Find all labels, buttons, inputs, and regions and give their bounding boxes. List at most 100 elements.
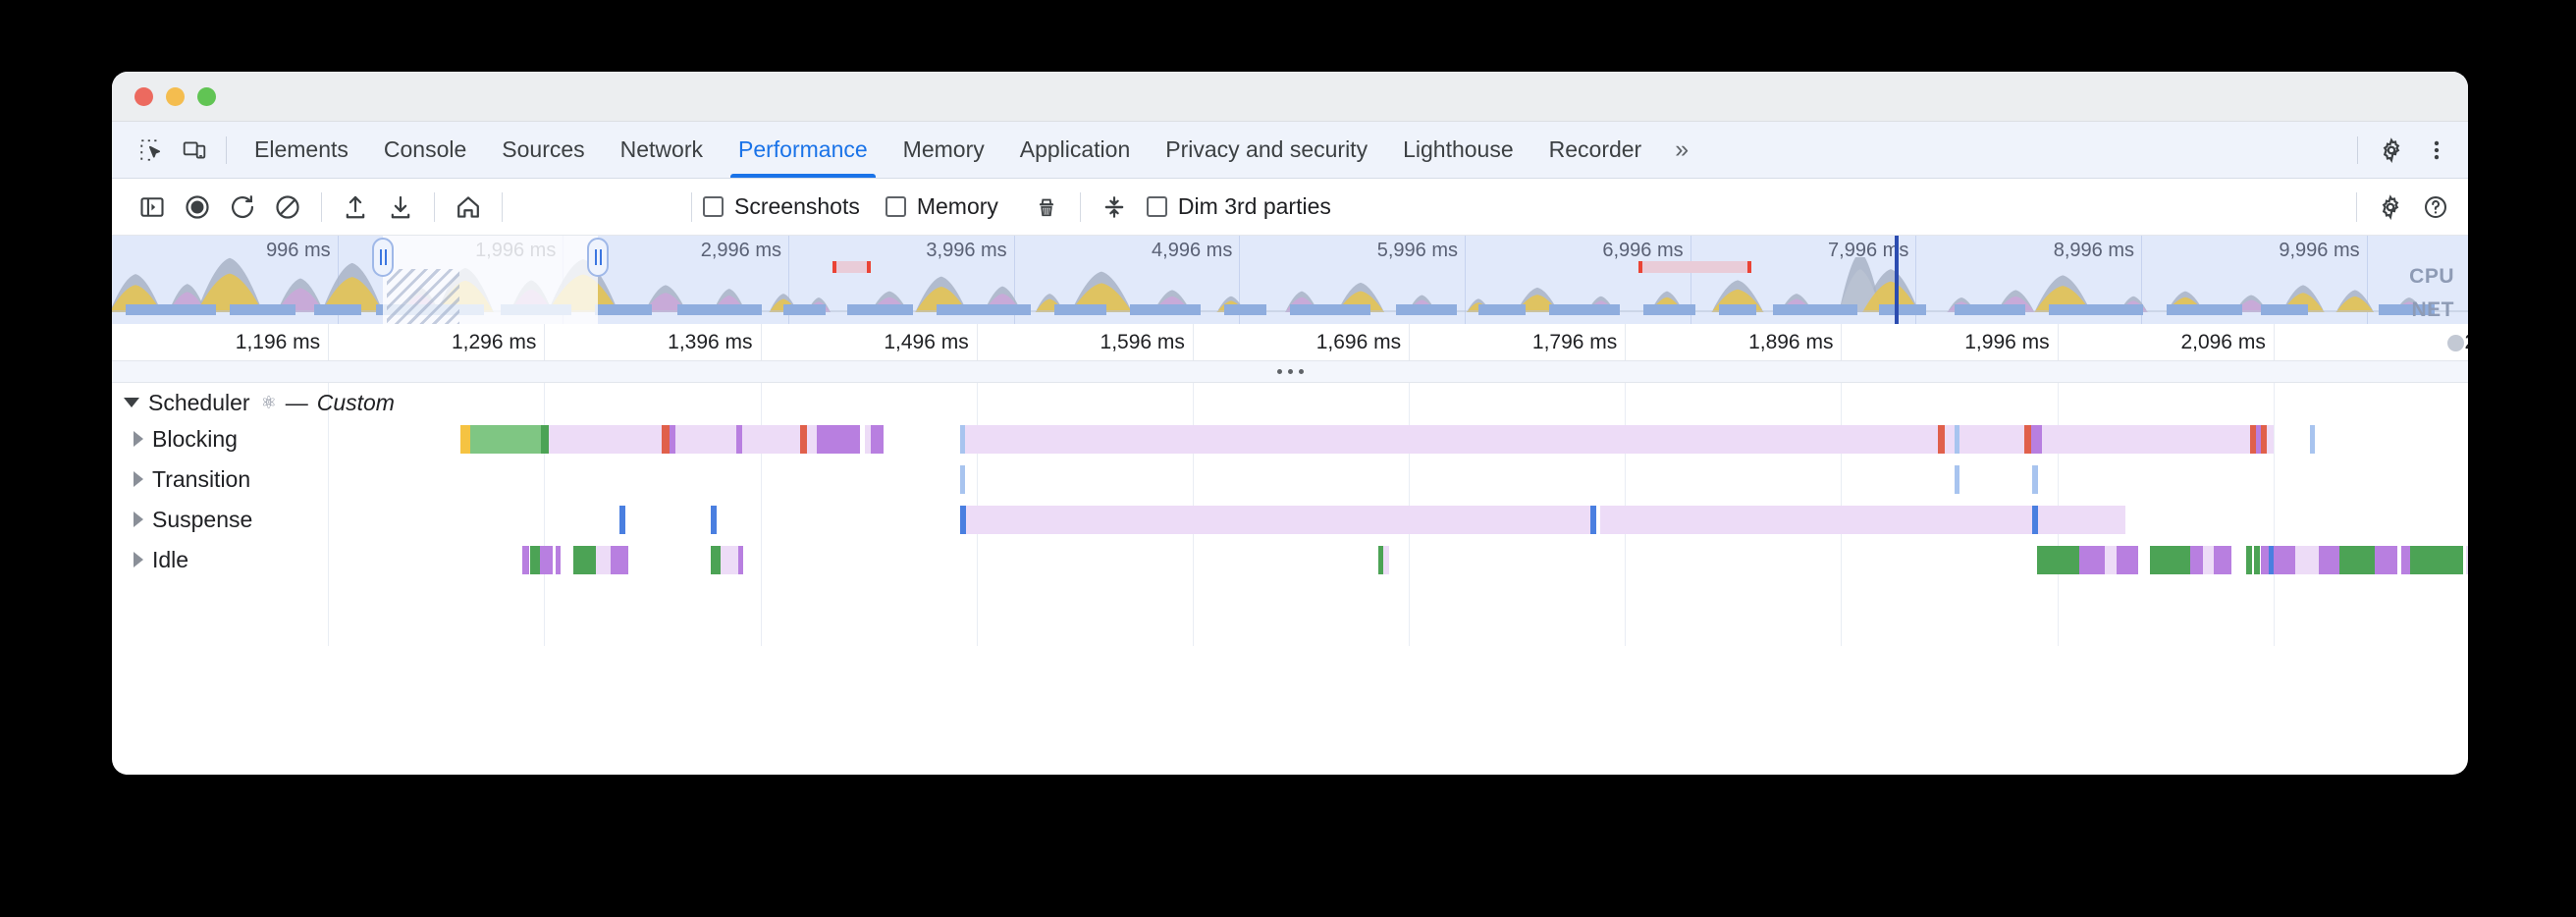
flame-bar[interactable] — [738, 546, 743, 574]
flame-bar[interactable] — [470, 425, 541, 454]
flame-bar[interactable] — [966, 506, 1590, 534]
tab-privacy-and-security[interactable]: Privacy and security — [1148, 122, 1385, 178]
flame-bar[interactable] — [2105, 546, 2117, 574]
flame-bar[interactable] — [2024, 425, 2031, 454]
track-idle[interactable]: Idle — [112, 540, 2468, 579]
selection-right-handle[interactable] — [587, 238, 609, 277]
flame-bar[interactable] — [2190, 546, 2203, 574]
clear-recording-button[interactable] — [265, 186, 310, 229]
expand-collapse-button[interactable] — [1092, 186, 1137, 229]
flame-bar[interactable] — [662, 425, 669, 454]
flame-bar[interactable] — [2254, 546, 2260, 574]
flame-bar[interactable] — [530, 546, 540, 574]
flame-bar[interactable] — [1590, 506, 1596, 534]
track-label-transition[interactable]: Transition — [112, 459, 250, 499]
flame-bar[interactable] — [619, 506, 625, 534]
flame-bar[interactable] — [2466, 546, 2468, 574]
track-bars-suspense[interactable] — [112, 506, 2468, 534]
close-window-button[interactable] — [134, 87, 153, 106]
minimize-window-button[interactable] — [166, 87, 185, 106]
flame-bar[interactable] — [1600, 506, 2125, 534]
tab-network[interactable]: Network — [603, 122, 721, 178]
flame-bar[interactable] — [2310, 425, 2315, 454]
flame-bar[interactable] — [2375, 546, 2397, 574]
flame-bar[interactable] — [965, 425, 1938, 454]
flame-chart[interactable]: Scheduler ⚛ — Custom Blocking Transition — [112, 383, 2468, 719]
flame-bar[interactable] — [2214, 546, 2231, 574]
flame-bar[interactable] — [675, 425, 736, 454]
show-landing-page-button[interactable] — [446, 186, 491, 229]
flame-bar[interactable] — [1955, 465, 1959, 494]
flame-bar[interactable] — [1959, 425, 2024, 454]
collect-garbage-brush-icon[interactable] — [1024, 186, 1069, 229]
track-blocking[interactable]: Blocking — [112, 419, 2468, 458]
save-profile-button[interactable] — [378, 186, 423, 229]
flame-bar[interactable] — [2246, 546, 2252, 574]
track-group-scheduler[interactable]: Scheduler ⚛ — Custom — [112, 383, 2468, 422]
flame-bar[interactable] — [871, 425, 884, 454]
track-label-suspense[interactable]: Suspense — [112, 500, 252, 539]
zoom-window-button[interactable] — [197, 87, 216, 106]
more-tabs-chevron-icon[interactable]: » — [1659, 135, 1701, 164]
resize-grabber[interactable] — [112, 361, 2468, 383]
screenshots-checkbox-box[interactable] — [703, 196, 724, 217]
flame-bar[interactable] — [711, 546, 722, 574]
tab-recorder[interactable]: Recorder — [1531, 122, 1660, 178]
track-bars-idle[interactable] — [112, 546, 2468, 574]
flame-bar[interactable] — [611, 546, 628, 574]
chevron-down-icon[interactable] — [124, 398, 139, 407]
toggle-sidebar-button[interactable] — [130, 186, 175, 229]
flame-bar[interactable] — [2339, 546, 2375, 574]
scrollbar-thumb[interactable] — [2447, 335, 2464, 351]
screenshots-checkbox[interactable]: Screenshots — [703, 193, 860, 220]
flame-bar[interactable] — [522, 546, 529, 574]
tab-console[interactable]: Console — [366, 122, 484, 178]
flame-bar[interactable] — [2150, 546, 2190, 574]
track-transition[interactable]: Transition — [112, 459, 2468, 499]
overview-playhead[interactable] — [1895, 236, 1899, 324]
tab-lighthouse[interactable]: Lighthouse — [1385, 122, 1531, 178]
track-bars-blocking[interactable] — [112, 425, 2468, 454]
dim-3rd-parties-checkbox-box[interactable] — [1147, 196, 1167, 217]
tab-performance[interactable]: Performance — [721, 122, 886, 178]
flame-bar[interactable] — [2319, 546, 2340, 574]
flame-bar[interactable] — [721, 546, 738, 574]
flame-bar[interactable] — [1945, 425, 1955, 454]
flame-bar[interactable] — [549, 425, 619, 454]
flame-bar[interactable] — [2032, 506, 2038, 534]
flame-bar[interactable] — [541, 425, 549, 454]
load-profile-button[interactable] — [333, 186, 378, 229]
chevron-right-icon[interactable] — [134, 512, 143, 527]
flame-bar[interactable] — [619, 425, 662, 454]
flame-bar[interactable] — [2037, 546, 2079, 574]
chevron-right-icon[interactable] — [134, 471, 143, 487]
capture-settings-gear-icon[interactable] — [2368, 186, 2413, 229]
flame-bar[interactable] — [1383, 546, 1389, 574]
tab-application[interactable]: Application — [1002, 122, 1149, 178]
flame-bar[interactable] — [800, 425, 807, 454]
flame-bar[interactable] — [2203, 546, 2214, 574]
flame-bar[interactable] — [742, 425, 800, 454]
memory-checkbox[interactable]: Memory — [886, 193, 998, 220]
chevron-right-icon[interactable] — [134, 552, 143, 567]
inspect-element-icon[interactable] — [130, 129, 173, 172]
flame-bar[interactable] — [540, 546, 553, 574]
flame-bar[interactable] — [2274, 546, 2295, 574]
flame-bar[interactable] — [2031, 425, 2042, 454]
group-header-scheduler[interactable]: Scheduler ⚛ — Custom — [112, 383, 395, 422]
flame-bar[interactable] — [2079, 546, 2105, 574]
track-bars-transition[interactable] — [112, 465, 2468, 494]
device-toolbar-icon[interactable] — [173, 129, 216, 172]
flame-bar[interactable] — [2042, 425, 2250, 454]
flame-bar[interactable] — [2261, 546, 2269, 574]
settings-gear-icon[interactable] — [2370, 129, 2413, 172]
memory-checkbox-box[interactable] — [886, 196, 906, 217]
flame-bar[interactable] — [2295, 546, 2319, 574]
selection-left-handle[interactable] — [372, 238, 394, 277]
tab-memory[interactable]: Memory — [886, 122, 1002, 178]
track-suspense[interactable]: Suspense — [112, 500, 2468, 539]
track-label-blocking[interactable]: Blocking — [112, 419, 238, 458]
flame-bar[interactable] — [2032, 465, 2038, 494]
more-options-kebab-icon[interactable] — [2415, 129, 2458, 172]
flame-bar[interactable] — [711, 506, 717, 534]
